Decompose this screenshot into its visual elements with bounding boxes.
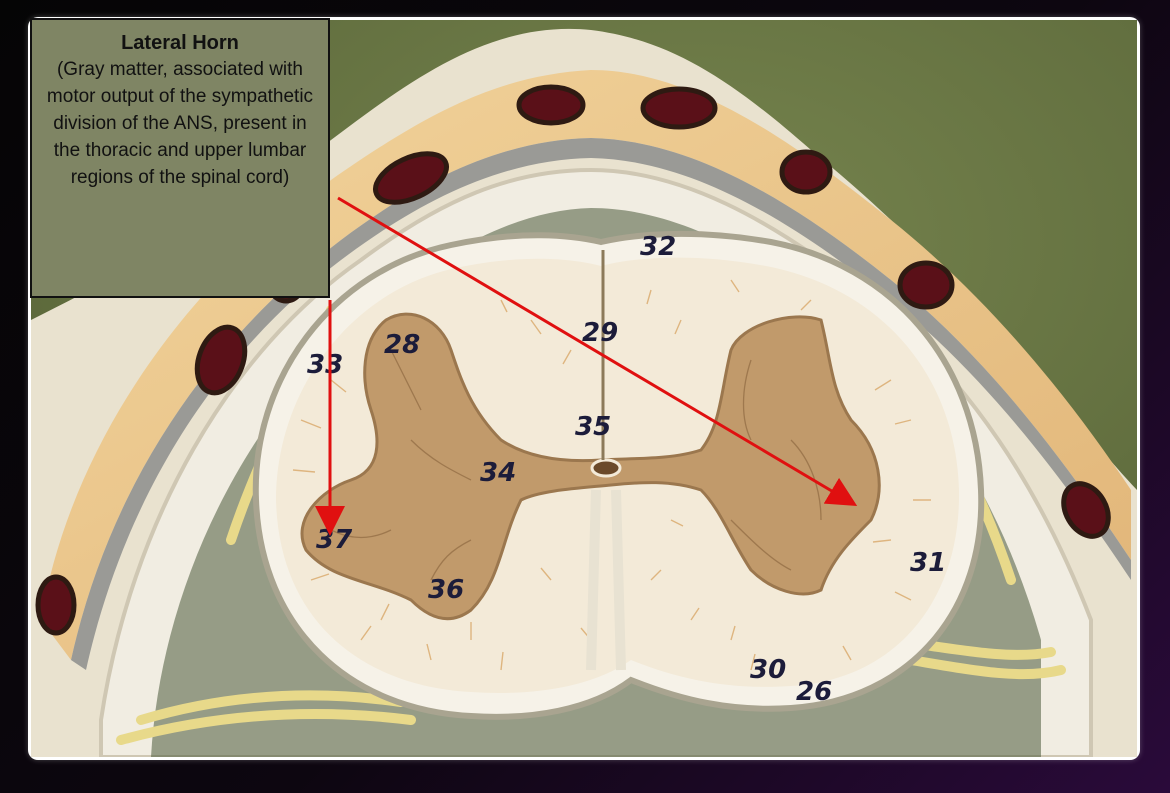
callout-title: Lateral Horn xyxy=(121,32,239,54)
model-number: 34 xyxy=(480,458,517,488)
model-number: 35 xyxy=(575,412,612,442)
model-number: 32 xyxy=(640,232,677,262)
model-number: 28 xyxy=(384,330,421,360)
model-number: 30 xyxy=(750,655,787,685)
model-number: 29 xyxy=(582,318,619,348)
model-number: 36 xyxy=(428,575,465,605)
model-number: 37 xyxy=(316,525,353,555)
model-number: 31 xyxy=(910,548,947,578)
model-number: 33 xyxy=(307,350,344,380)
callout-box: Lateral Horn (Gray matter, associated wi… xyxy=(30,18,330,298)
model-number: 26 xyxy=(796,677,833,707)
callout-description: (Gray matter, associated with motor outp… xyxy=(46,59,314,188)
